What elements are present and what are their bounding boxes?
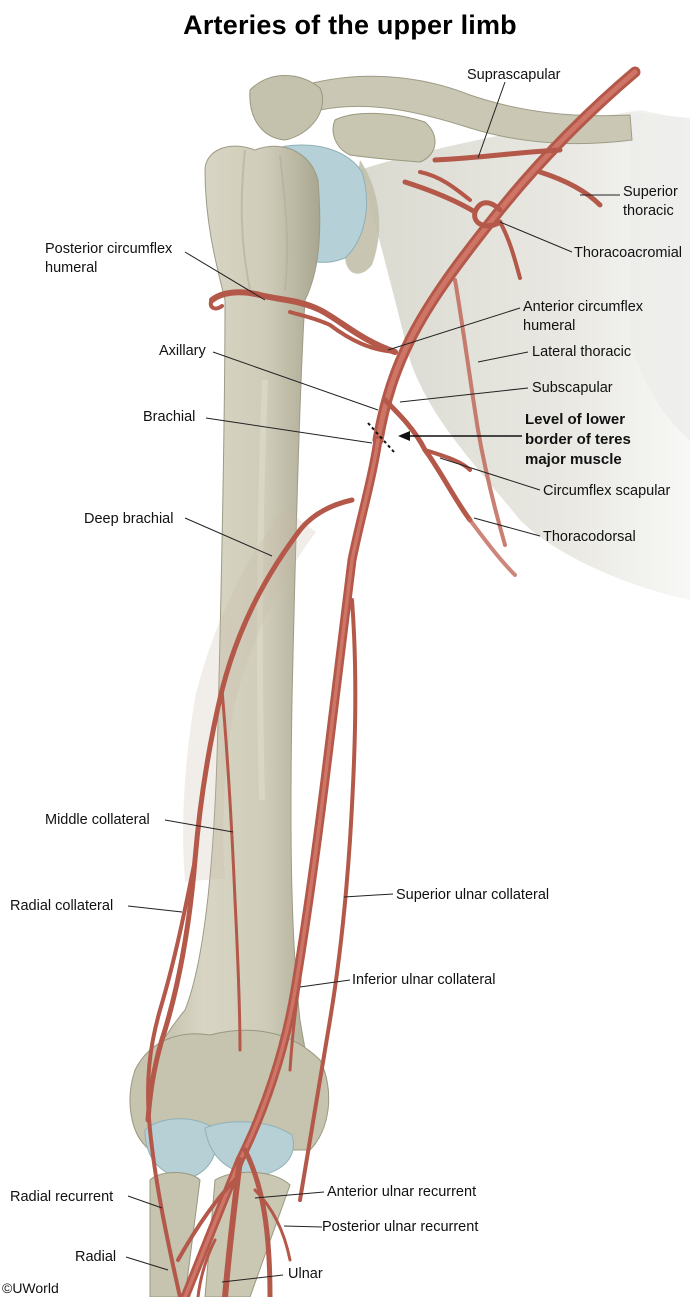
teres-level-line <box>367 422 395 453</box>
label-middle-collateral: Middle collateral <box>45 812 150 828</box>
copyright-notice: ©UWorld <box>2 1280 59 1296</box>
label-teres-level-line3: major muscle <box>525 451 622 468</box>
label-posterior-circumflex-line1: Posterior circumflex <box>45 241 173 257</box>
label-superior-thoracic-line1: Superior <box>623 184 678 200</box>
label-anterior-circumflex-line2: humeral <box>523 318 576 334</box>
label-superior-ulnar-collateral: Superior ulnar collateral <box>396 887 550 903</box>
humerus <box>139 145 321 1101</box>
label-circumflex-scapular: Circumflex scapular <box>543 483 671 499</box>
label-radial: Radial <box>75 1249 117 1265</box>
label-posterior-ulnar-recurrent: Posterior ulnar recurrent <box>322 1219 479 1235</box>
label-brachial: Brachial <box>143 409 196 425</box>
arteries <box>145 66 641 1302</box>
scapula <box>360 110 690 600</box>
label-suprascapular: Suprascapular <box>467 67 561 83</box>
label-axillary: Axillary <box>159 343 206 359</box>
label-lateral-thoracic: Lateral thoracic <box>532 344 632 360</box>
label-teres-level-line1: Level of lower <box>525 411 626 428</box>
label-posterior-circumflex-line2: humeral <box>45 260 98 276</box>
label-anterior-circumflex-line1: Anterior circumflex <box>523 299 644 315</box>
label-teres-level-line2: border of teres <box>525 431 631 448</box>
teres-level-arrow <box>398 431 522 441</box>
leader-lines <box>125 81 620 1283</box>
label-superior-thoracic-line2: thoracic <box>623 203 674 219</box>
label-inferior-ulnar-collateral: Inferior ulnar collateral <box>352 972 496 988</box>
label-deep-brachial: Deep brachial <box>84 511 174 527</box>
label-radial-collateral: Radial collateral <box>10 898 114 914</box>
page-title: Arteries of the upper limb <box>183 10 517 40</box>
label-subscapular: Subscapular <box>532 380 613 396</box>
clavicle <box>304 75 633 145</box>
label-thoracodorsal: Thoracodorsal <box>543 529 636 545</box>
label-thoracoacromial: Thoracoacromial <box>574 245 682 261</box>
label-radial-recurrent: Radial recurrent <box>10 1189 114 1205</box>
label-anterior-ulnar-recurrent: Anterior ulnar recurrent <box>327 1184 477 1200</box>
label-ulnar: Ulnar <box>288 1266 323 1282</box>
deep-brachial-band <box>183 508 317 882</box>
